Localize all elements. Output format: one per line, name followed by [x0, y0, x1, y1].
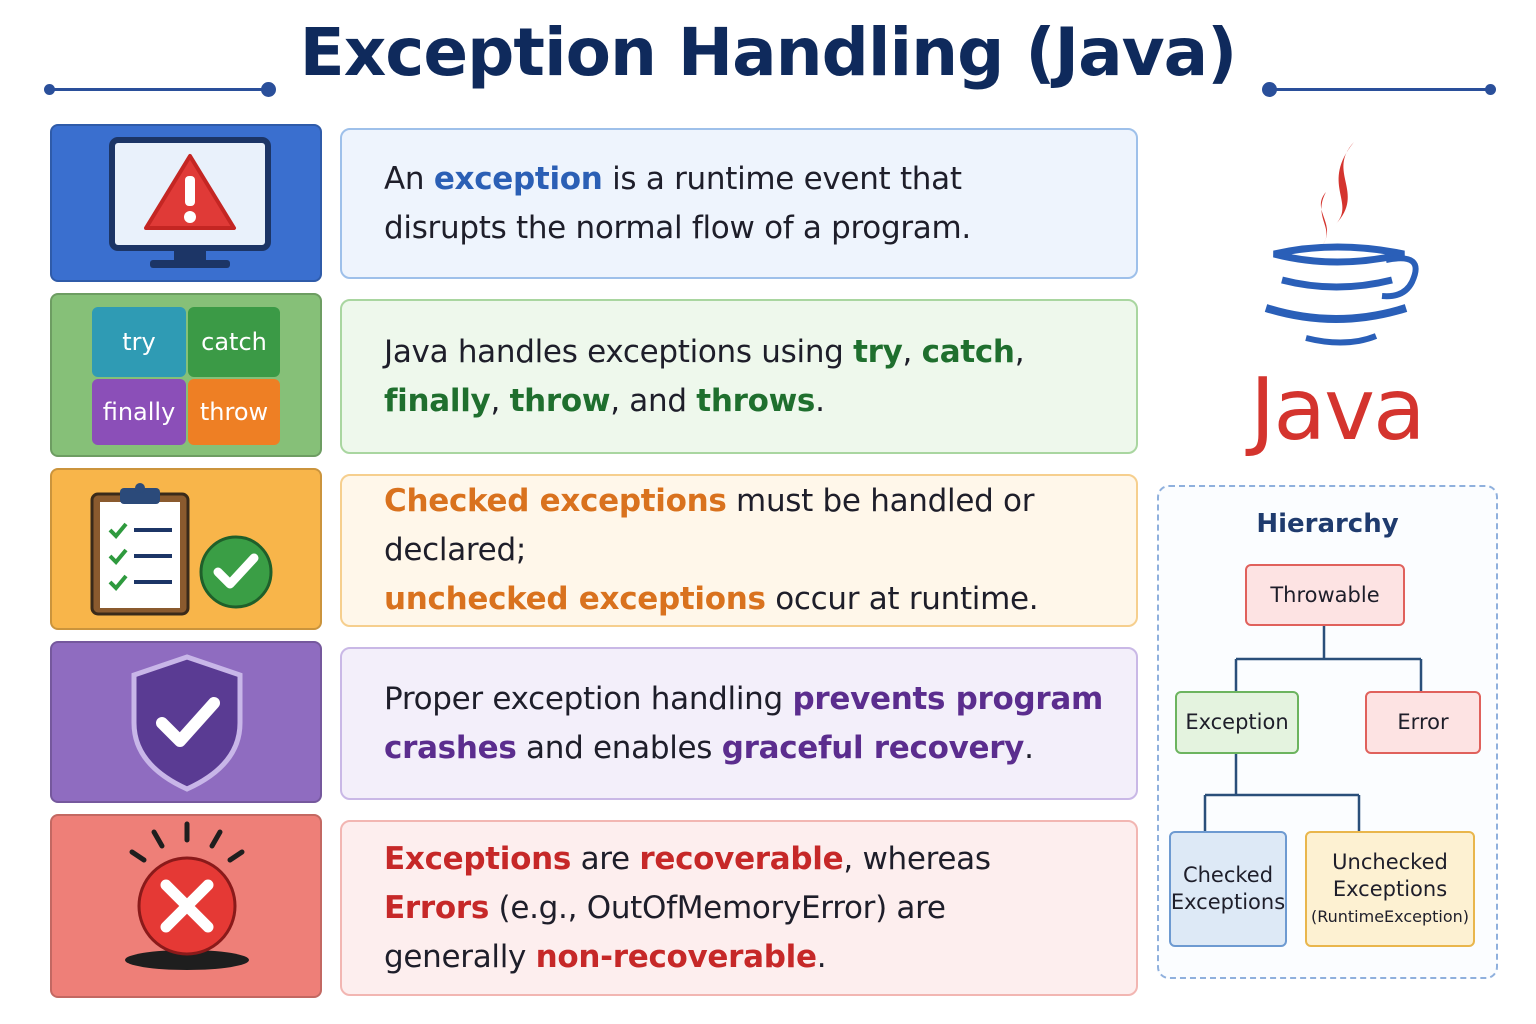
page-title: Exception Handling (Java) — [299, 14, 1238, 91]
text-segment: generally — [384, 938, 536, 975]
highlight-term: throw — [509, 382, 611, 419]
row-2-text-box: Java handles exceptions using try, catch… — [340, 299, 1138, 454]
text-segment: . — [815, 382, 825, 419]
node-unchecked-line-2: Exceptions — [1332, 876, 1448, 901]
text-segment: Proper exception handling — [384, 680, 793, 717]
node-unchecked-line-1: Unchecked — [1332, 849, 1448, 874]
highlight-term: Errors — [384, 889, 489, 926]
node-throwable-label: Throwable — [1270, 582, 1380, 607]
text-segment: , — [1014, 333, 1025, 370]
highlight-term: try — [853, 333, 903, 370]
text-segment: (e.g., OutOfMemoryError) are — [489, 889, 946, 926]
puzzle-piece-try: try — [92, 307, 186, 377]
text-segment: An — [384, 160, 434, 197]
rule-dot — [44, 84, 55, 95]
puzzle-label-try: try — [122, 328, 156, 356]
puzzle-label-catch: catch — [201, 328, 267, 356]
highlight-term: crashes — [384, 729, 517, 766]
puzzle-piece-catch: catch — [188, 307, 280, 377]
row-3-text: Checked exceptions must be handled or de… — [384, 477, 1136, 624]
hierarchy-panel: Hierarchy Throwable Exception Error Chec… — [1157, 485, 1498, 979]
rule-dot — [261, 82, 276, 97]
row-1-text-box: An exception is a runtime event that disr… — [340, 128, 1138, 279]
row-4-icon-panel — [50, 641, 322, 803]
row-1-text: An exception is a runtime event that disr… — [384, 155, 971, 253]
highlight-term: exception — [433, 160, 603, 197]
puzzle-piece-throw: throw — [188, 379, 280, 445]
shield-check-icon — [131, 654, 243, 792]
error-alarm-icon — [125, 821, 249, 970]
highlight-term: graceful recovery — [721, 729, 1025, 766]
text-segment: , — [490, 382, 510, 419]
highlight-term: non-recoverable — [535, 938, 817, 975]
node-exception-label: Exception — [1185, 710, 1289, 734]
text-segment: are — [571, 840, 640, 877]
node-unchecked-line-3: (RuntimeException) — [1310, 906, 1470, 926]
java-cup-icon — [1264, 142, 1419, 346]
text-segment: . — [816, 938, 827, 975]
node-exception: Exception — [1175, 691, 1299, 754]
highlight-term: unchecked exceptions — [384, 581, 766, 617]
highlight-term: Checked exceptions — [384, 483, 727, 519]
text-segment: occur at runtime. — [765, 581, 1039, 617]
java-logo-text: Java — [1250, 360, 1426, 460]
node-error-label: Error — [1397, 710, 1449, 734]
row-4-text-box: Proper exception handling prevents progr… — [340, 647, 1138, 800]
node-unchecked-exceptions: Unchecked Exceptions (RuntimeException) — [1305, 831, 1475, 947]
node-throwable: Throwable — [1245, 564, 1405, 626]
highlight-term: catch — [921, 333, 1015, 370]
highlight-term: finally — [384, 382, 491, 419]
row-1-icon-panel — [50, 124, 322, 282]
text-segment: . — [1024, 729, 1034, 766]
text-segment: , and — [610, 382, 697, 419]
text-segment: must be handled or declared; — [384, 483, 1035, 568]
row-2-icon-panel: try catch finally throw — [50, 293, 322, 457]
hierarchy-connectors — [1203, 625, 1423, 831]
row-4-text: Proper exception handling prevents progr… — [384, 675, 1103, 773]
rule-dot — [1485, 84, 1496, 95]
text-segment: , whereas — [843, 840, 991, 877]
title-rule-right — [1262, 82, 1496, 97]
text-segment: disrupts the normal flow of a program. — [384, 209, 971, 246]
text-segment: Java handles exceptions using — [384, 333, 854, 370]
highlight-term: Exceptions — [384, 840, 572, 877]
puzzle-piece-finally: finally — [92, 379, 186, 445]
warning-monitor-icon — [109, 137, 271, 268]
highlight-term: prevents program — [792, 680, 1104, 717]
text-segment: , — [902, 333, 922, 370]
puzzle-label-finally: finally — [102, 398, 176, 426]
row-2-text: Java handles exceptions using try, catch… — [384, 328, 1025, 426]
highlight-term: recoverable — [639, 840, 844, 877]
node-checked-line-2: Exceptions — [1170, 890, 1286, 914]
highlight-term: throws — [696, 382, 816, 419]
node-checked-exceptions: Checked Exceptions — [1169, 831, 1287, 947]
title-rule-left — [44, 82, 276, 97]
rule-dot — [1262, 82, 1277, 97]
node-checked-line-1: Checked — [1182, 863, 1274, 887]
puzzle-label-throw: throw — [199, 398, 269, 426]
header: Exception Handling (Java) — [0, 0, 1536, 118]
row-5-icon-panel — [50, 814, 322, 998]
row-3-icon-panel — [50, 468, 322, 630]
hierarchy-title: Hierarchy — [1256, 509, 1399, 539]
node-error: Error — [1365, 691, 1481, 754]
row-3-text-box: Checked exceptions must be handled or de… — [340, 474, 1138, 627]
checklist-clipboard-icon — [90, 483, 273, 616]
text-segment: is a runtime event that — [602, 160, 962, 197]
text-segment: and enables — [516, 729, 722, 766]
